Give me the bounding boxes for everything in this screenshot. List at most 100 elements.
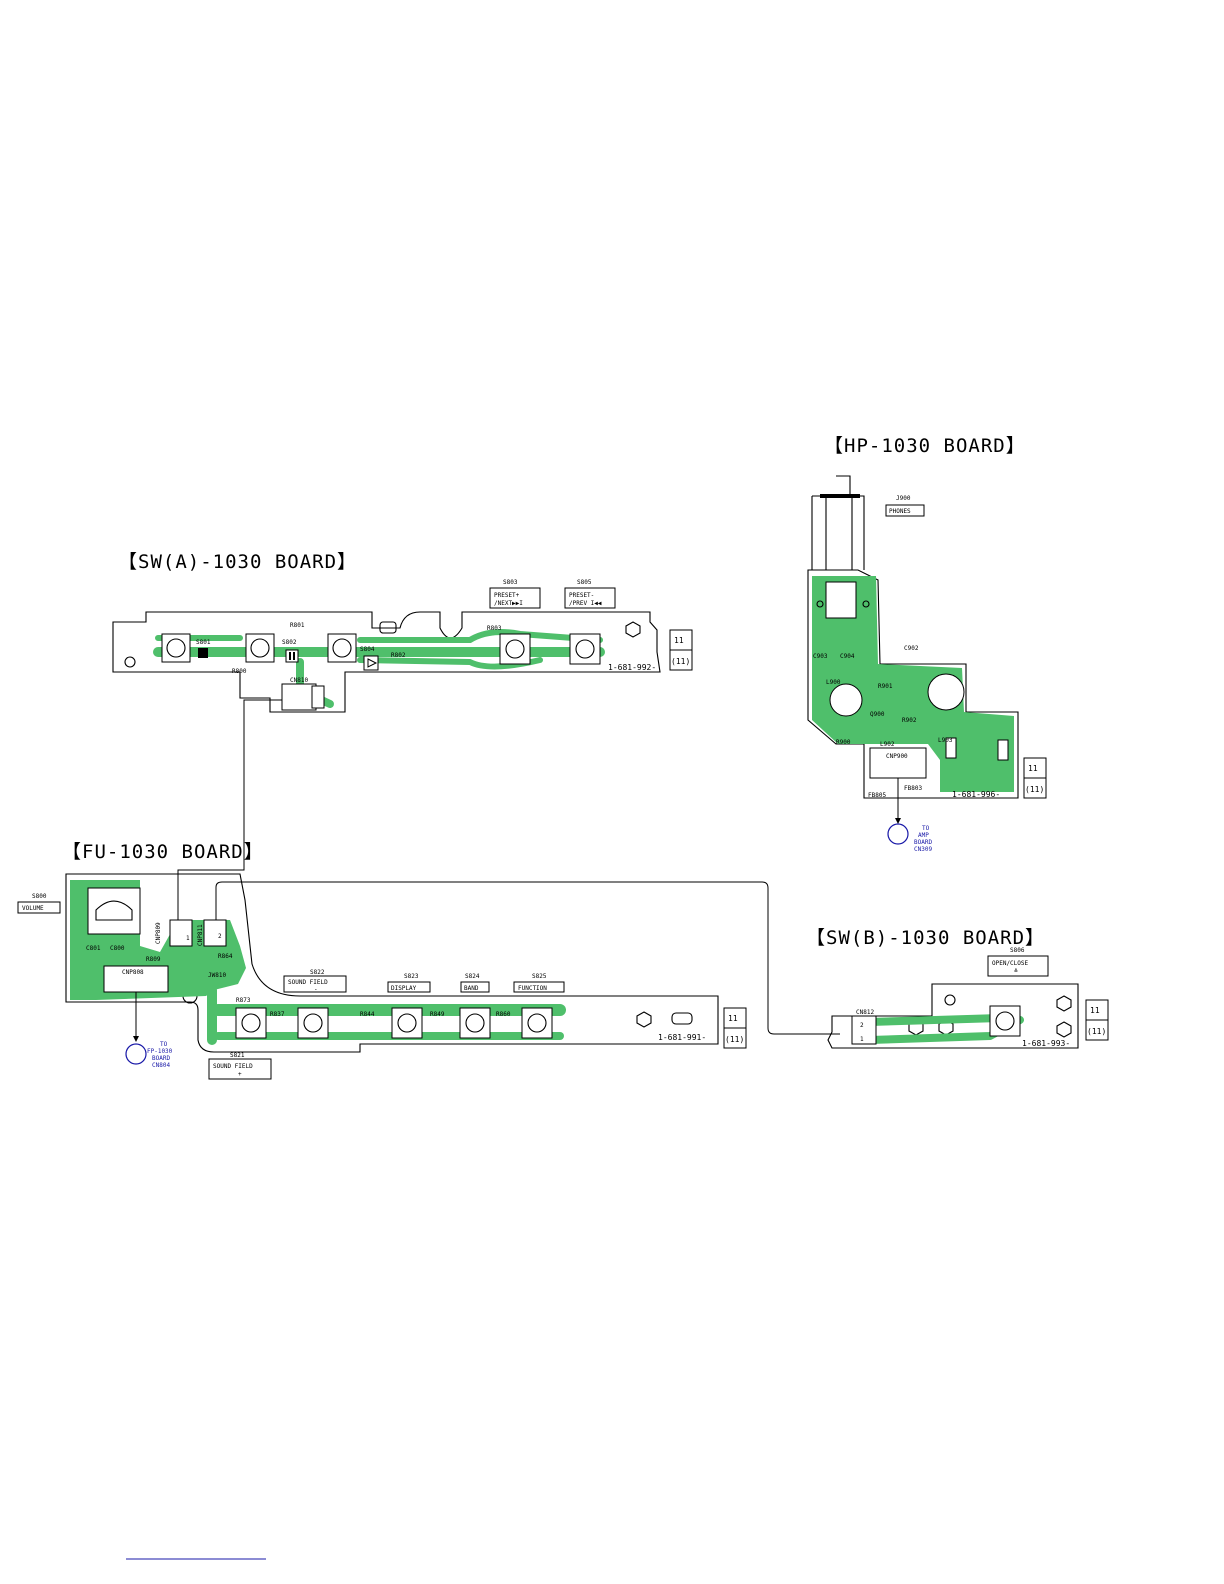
link-to-fp-icon[interactable] bbox=[125, 1043, 147, 1065]
wire-cn810-cnp809 bbox=[177, 699, 282, 920]
ref-r802: R802 bbox=[391, 652, 406, 659]
ref-jw810: JW810 bbox=[208, 972, 226, 979]
ref-c904: C904 bbox=[840, 653, 855, 660]
ref-l903: L903 bbox=[938, 737, 953, 744]
ref-cn812: CN812 bbox=[856, 1009, 874, 1016]
ref-q900: Q900 bbox=[870, 711, 885, 718]
ref-r901: R901 bbox=[878, 683, 893, 690]
ref-r800: R800 bbox=[232, 668, 247, 675]
switch-pad bbox=[327, 633, 357, 663]
ref-s823: S823 bbox=[404, 973, 419, 980]
s803-label-line2: /NEXT▶▶I bbox=[494, 600, 523, 607]
ref-l900: L900 bbox=[826, 679, 841, 686]
volume-pot bbox=[87, 887, 141, 935]
pause-led-icon bbox=[285, 649, 299, 663]
ref-r902: R902 bbox=[902, 717, 917, 724]
s805-label-line1: PRESET- bbox=[569, 592, 594, 599]
s803-label-box bbox=[489, 587, 541, 609]
fu-ref1: 11 bbox=[728, 1014, 738, 1023]
sw-b-outline bbox=[827, 983, 1079, 1049]
fu-title: 【FU-1030 BOARD】 bbox=[62, 841, 264, 863]
stop-led-icon bbox=[198, 648, 208, 658]
sw-b-ref-box bbox=[1085, 1019, 1109, 1041]
sw-b-ref1: 11 bbox=[1090, 1006, 1100, 1015]
ref-cn810: CN810 bbox=[290, 677, 308, 684]
ref-r864: R864 bbox=[218, 953, 233, 960]
hp-outline bbox=[807, 569, 1019, 799]
switch-pad bbox=[989, 1005, 1021, 1037]
ref-r801: R801 bbox=[290, 622, 305, 629]
ref-r803: R803 bbox=[487, 625, 502, 632]
cn810-connector bbox=[281, 683, 317, 711]
to-amp-line4: CN309 bbox=[914, 846, 932, 853]
pin-2: 2 bbox=[218, 933, 222, 940]
ref-cnp808: CNP808 bbox=[122, 969, 144, 976]
ref-cnp809: CNP809 bbox=[155, 922, 162, 944]
ref-s806: S806 bbox=[1010, 947, 1025, 954]
s805-label-box bbox=[564, 587, 616, 609]
s822-label-line1: SOUND FIELD bbox=[288, 979, 328, 986]
to-fp-line3: BOARD bbox=[152, 1055, 170, 1062]
ref-s804: S804 bbox=[360, 646, 375, 653]
fu-part-no: 1-681-991- bbox=[658, 1033, 706, 1042]
s825-label: FUNCTION bbox=[518, 985, 547, 992]
wire-cnp811-cn812 bbox=[215, 881, 840, 1035]
ref-c800: C800 bbox=[110, 945, 125, 952]
ref-cnp811: CNP811 bbox=[197, 924, 204, 946]
s823-label: DISPLAY bbox=[391, 985, 417, 992]
pin-1: 1 bbox=[186, 935, 190, 942]
fu-ref2: (11) bbox=[725, 1035, 744, 1044]
ref-c801: C801 bbox=[86, 945, 101, 952]
s806-label-line1: OPEN/CLOSE bbox=[992, 960, 1029, 967]
j900-label-box bbox=[885, 504, 925, 517]
ref-s805: S805 bbox=[577, 579, 592, 586]
s821-label-line1: SOUND FIELD bbox=[213, 1063, 253, 1070]
to-amp-line1: TO bbox=[922, 825, 930, 832]
sw-b-part-no: 1-681-993- bbox=[1022, 1039, 1070, 1048]
hp-board: 【HP-1030 BOARD】 J900 PHONES C903 C904 C9… bbox=[807, 435, 1047, 853]
ref-fb803: FB803 bbox=[904, 785, 922, 792]
mount-hole bbox=[625, 621, 641, 638]
switch-pad bbox=[297, 1007, 329, 1039]
ref-s800: S800 bbox=[32, 893, 47, 900]
s824-label-box bbox=[460, 981, 490, 993]
ref-r844: R844 bbox=[360, 1011, 375, 1018]
ref-r873: R873 bbox=[236, 997, 251, 1004]
slot bbox=[379, 621, 397, 634]
s803-label-line1: PRESET+ bbox=[494, 592, 520, 599]
switch-pad bbox=[569, 633, 601, 665]
sw-a-board: 【SW(A)-1030 BOARD】 S801 S802 S804 R800 bbox=[112, 551, 693, 713]
switch-pad bbox=[391, 1007, 423, 1039]
link-to-amp-icon[interactable] bbox=[887, 823, 909, 845]
to-amp-line2: AMP bbox=[918, 832, 929, 839]
ref-c902: C902 bbox=[904, 645, 919, 652]
switch-pad bbox=[161, 633, 191, 663]
to-fp-line2: FP-1030 bbox=[147, 1048, 173, 1055]
pin-2: 2 bbox=[860, 1022, 864, 1029]
ref-s824: S824 bbox=[465, 973, 480, 980]
phones-jack bbox=[825, 581, 857, 619]
ref-j900: J900 bbox=[896, 495, 911, 502]
to-fp-line1: TO bbox=[160, 1041, 168, 1048]
to-fp-line4: CN804 bbox=[152, 1062, 170, 1069]
ref-r900: R900 bbox=[836, 739, 851, 746]
cnp808-connector bbox=[103, 965, 169, 993]
ref-r809: R809 bbox=[146, 956, 161, 963]
ref-r837: R837 bbox=[270, 1011, 285, 1018]
s823-label-box bbox=[387, 981, 431, 993]
ref-s825: S825 bbox=[532, 973, 547, 980]
ref-c903: C903 bbox=[813, 653, 828, 660]
ref-l902: L902 bbox=[880, 741, 895, 748]
s825-label-box bbox=[513, 981, 565, 993]
sw-b-ref2: (11) bbox=[1087, 1027, 1106, 1036]
sw-a-title: 【SW(A)-1030 BOARD】 bbox=[118, 551, 357, 573]
ref-s821: S821 bbox=[230, 1052, 245, 1059]
to-amp-line3: BOARD bbox=[914, 839, 932, 846]
sw-a-ref1: 11 bbox=[674, 636, 684, 645]
hp-ref2: (11) bbox=[1025, 785, 1044, 794]
sw-b-board: 【SW(B)-1030 BOARD】 CN812 2 1 1-681-993- … bbox=[806, 927, 1109, 1049]
s821-label-box bbox=[208, 1058, 272, 1080]
hp-ref-box bbox=[1023, 777, 1047, 799]
s822-label-box bbox=[283, 975, 347, 993]
